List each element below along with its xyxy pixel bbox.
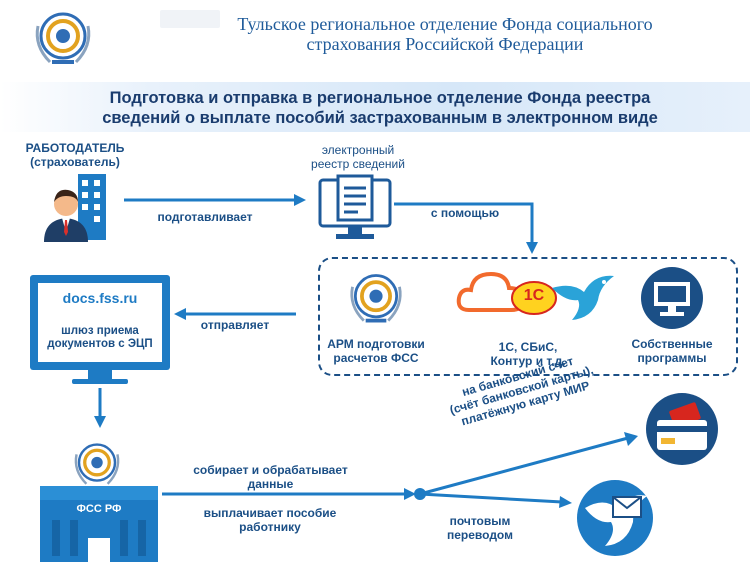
own-programs-label: Собственные программы <box>620 337 724 365</box>
fss-pays-line-2: работнику <box>239 520 301 534</box>
employer-label: РАБОТОДАТЕЛЬ (страхователь) <box>15 141 135 169</box>
employer-subtitle: (страхователь) <box>30 155 120 169</box>
arrow-prepares <box>124 194 306 206</box>
document-monitor-icon <box>318 174 392 239</box>
software-line-1: 1С, СБиС, <box>498 340 558 354</box>
fss-pays-label: выплачивает пособие работнику <box>180 506 360 534</box>
fss-pays-line-1: выплачивает пособие <box>203 506 337 520</box>
computer-icon <box>641 267 703 329</box>
fss-collects-line-1: собирает и обрабатывает <box>193 463 348 477</box>
gateway-screen <box>38 283 162 362</box>
title-banner <box>0 82 750 132</box>
gateway-monitor-base <box>72 379 128 384</box>
envelope-icon <box>612 496 642 518</box>
software-label: 1С, СБиС, Контур и т.д. <box>468 340 588 368</box>
banner-line-2: сведений о выплате пособий застрахованны… <box>102 109 658 127</box>
fss-collects-label: собирает и обрабатывает данные <box>168 463 373 491</box>
gateway-line-2: документов с ЭЦП <box>47 338 153 350</box>
fss-emblem-icon <box>350 274 402 323</box>
header-placeholder <box>160 10 220 28</box>
banner-line-1: Подготовка и отправка в региональное отд… <box>109 89 651 107</box>
employer-title: РАБОТОДАТЕЛЬ <box>25 141 125 155</box>
onec-icon <box>511 281 557 315</box>
fss-collects-line-2: данные <box>247 477 294 491</box>
payout-branch-arrows <box>414 432 638 508</box>
onec-logo-text: 1С <box>523 287 545 304</box>
arrow-with-help <box>394 202 538 254</box>
bird-logo-icon <box>552 275 614 320</box>
own-programs-line-2: программы <box>637 351 707 365</box>
header-line-1: Тульское региональное отделение Фонда со… <box>237 14 653 34</box>
own-programs-line-1: Собственные <box>631 337 713 351</box>
arrow-sends-label: отправляет <box>200 318 270 332</box>
fss-building-label: ФСС РФ <box>76 503 122 515</box>
registry-label: электронный реестр сведений <box>288 143 428 171</box>
post-line-2: переводом <box>447 528 513 542</box>
fss-building-icon <box>40 486 158 562</box>
arrow-fss-to-payout <box>162 488 416 500</box>
arm-label: АРМ подготовки расчетов ФСС <box>322 337 430 365</box>
gateway-line-1: шлюз приема <box>61 325 139 337</box>
banner-title: Подготовка и отправка в региональное отд… <box>20 88 740 128</box>
software-tools-group <box>318 257 738 376</box>
registry-line-1: электронный <box>321 143 395 157</box>
gateway-monitor-stand <box>88 370 112 380</box>
employer-icon <box>44 174 106 242</box>
post-dove-icon <box>577 480 653 556</box>
arrow-prepares-label: подготавливает <box>157 210 253 224</box>
arm-line-1: АРМ подготовки <box>327 337 425 351</box>
page-header: Тульское региональное отделение Фонда со… <box>150 14 740 54</box>
arrow-with-help-label: с помощью <box>430 206 500 220</box>
registry-line-2: реестр сведений <box>311 157 405 171</box>
arm-line-2: расчетов ФСС <box>333 351 419 365</box>
fss-emblem-icon <box>74 443 120 485</box>
fss-emblem-icon <box>35 12 91 64</box>
software-line-2: Контур и т.д. <box>490 354 566 368</box>
gateway-label: шлюз приема документов с ЭЦП <box>38 325 162 351</box>
arrow-down-to-fss <box>94 388 106 428</box>
post-line-1: почтовым <box>449 514 511 528</box>
post-payout-label: почтовым переводом <box>430 514 530 542</box>
header-line-2: страхования Российской Федерации <box>306 34 584 54</box>
arrow-sends <box>174 308 296 320</box>
gateway-site: docs.fss.ru <box>62 290 138 306</box>
bank-card-icon <box>646 393 718 465</box>
